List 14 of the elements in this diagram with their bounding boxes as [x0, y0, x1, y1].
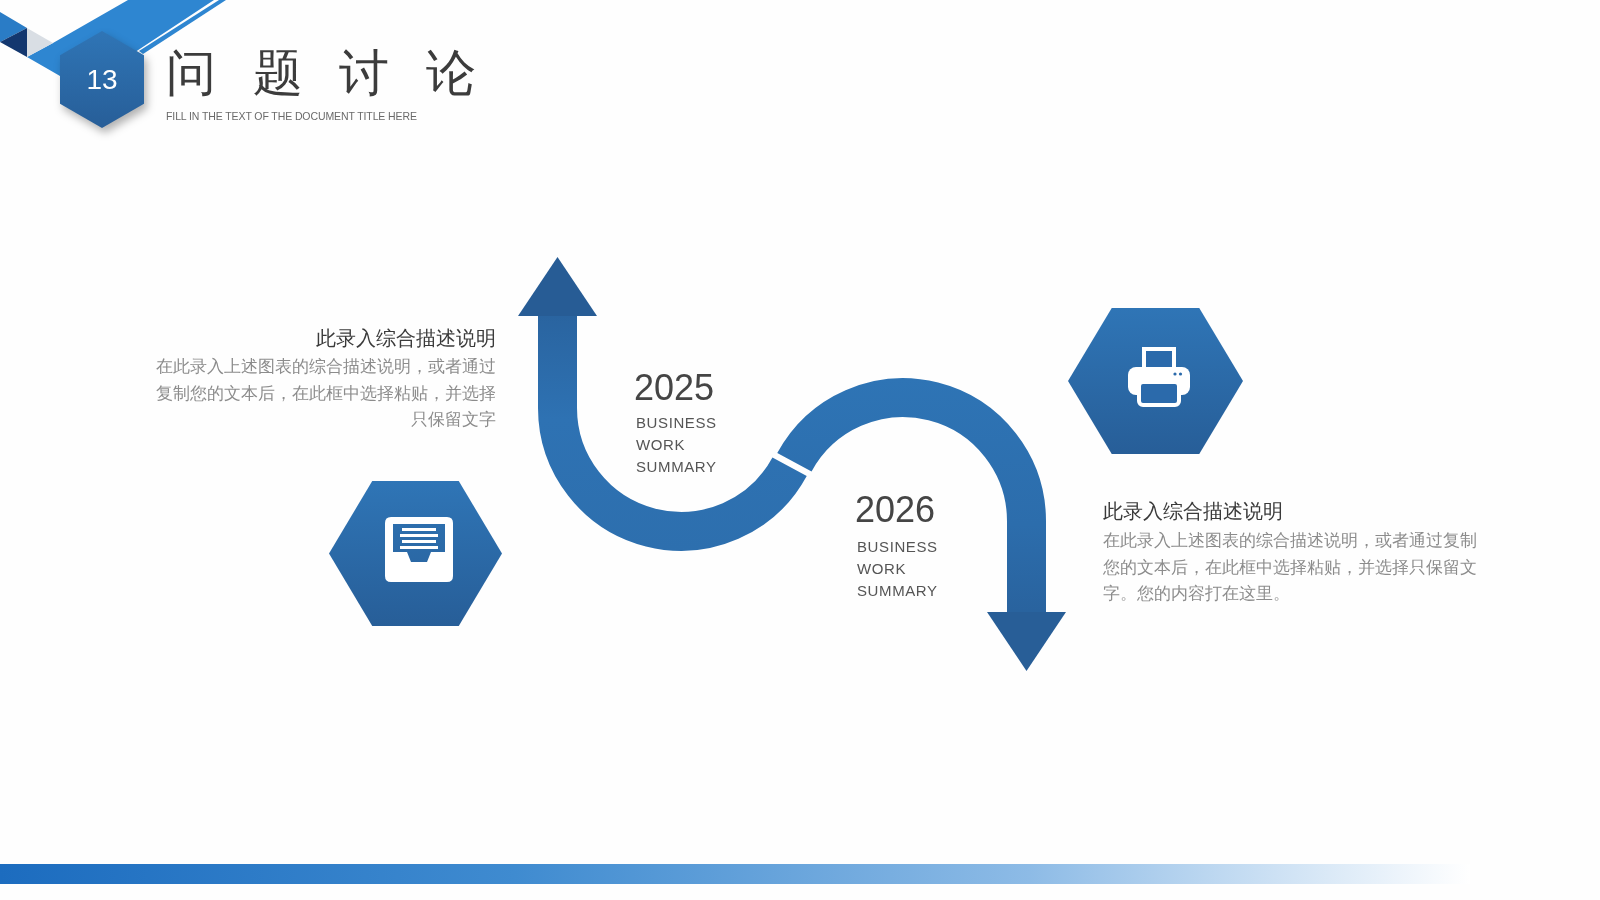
hexagon-tile [1068, 308, 1243, 454]
year-label: 2026 [855, 490, 936, 530]
slide-title: 问题讨论 [166, 44, 476, 103]
year-label: 2025 [634, 368, 715, 408]
slide-subtitle: FILL IN THE TEXT OF THE DOCUMENT TITLE HERE [166, 109, 417, 123]
hexagon-badge [60, 31, 144, 128]
section-number: 13 [86, 63, 118, 96]
description-text: 在此录入上述图表的综合描述说明，或者通过复制您的文本后，在此框中选择粘贴，并选择只保留文字。您的内容打在这里。 [1103, 530, 1478, 605]
description-text: 在此录入上述图表的综合描述说明，或者通过复制您的文本后，在此框中选择粘贴，并选择只保留文字 [155, 356, 496, 431]
hexagon-tile [329, 481, 502, 626]
description-heading: 此录入综合描述说明 [1103, 499, 1283, 523]
summary-text: BUSINESS WORK SUMMARY [857, 537, 938, 601]
description-heading: 此录入综合描述说明 [316, 326, 496, 350]
summary-text: BUSINESS WORK SUMMARY [636, 413, 717, 477]
